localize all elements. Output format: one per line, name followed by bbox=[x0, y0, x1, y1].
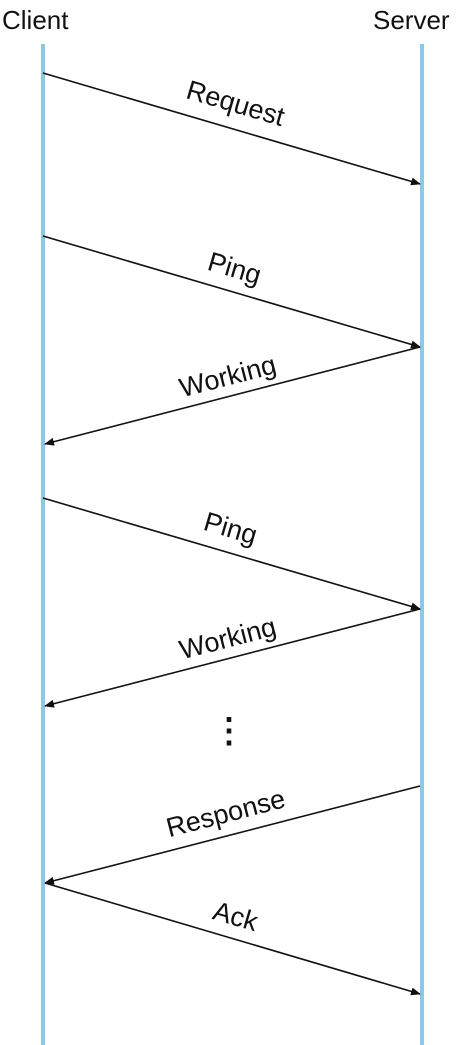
message-arrow-ping-1 bbox=[42, 235, 421, 349]
client-label: Client bbox=[2, 5, 69, 35]
message-arrow-ping-2 bbox=[42, 497, 421, 611]
message-label-response: Response bbox=[163, 784, 288, 843]
continuation-ellipsis: ⋮ bbox=[212, 712, 246, 750]
message-arrow-request bbox=[42, 72, 421, 186]
message-label-ping-2: Ping bbox=[200, 506, 260, 550]
server-label: Server bbox=[373, 5, 450, 35]
message-label-ping-1: Ping bbox=[204, 246, 264, 290]
message-label-request: Request bbox=[183, 75, 288, 132]
message-label-ack: Ack bbox=[210, 896, 262, 938]
message-arrow-response bbox=[44, 785, 421, 885]
message-arrow-working-2 bbox=[44, 608, 421, 708]
message-arrow-ack bbox=[44, 882, 421, 996]
message-label-working-2: Working bbox=[176, 611, 279, 665]
message-label-working-1: Working bbox=[176, 349, 279, 403]
message-arrow-working-1 bbox=[44, 346, 421, 446]
